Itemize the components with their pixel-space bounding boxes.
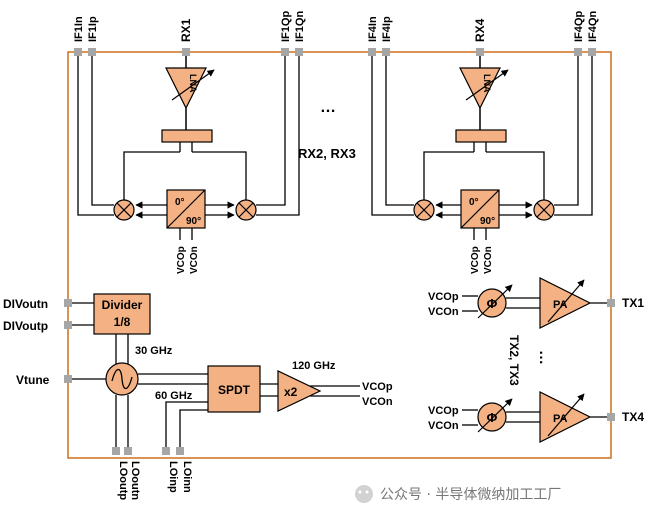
chip-outline: [67, 51, 612, 459]
pin-looutn: [124, 447, 132, 455]
pin-label-vtune: Vtune: [16, 373, 50, 387]
pin-looutp: [112, 447, 120, 455]
pin-vtune: [64, 375, 72, 383]
rx1-block: IF1In IF1Ip RX1 IF1Qp IF1Qn LNA 0° 90°: [73, 11, 306, 274]
divider-ratio: 1/8: [114, 315, 131, 329]
quad-rx1-90: 90°: [186, 216, 201, 227]
pin-divoutn: [64, 299, 72, 307]
rx4-block: IF4In IF4Ip RX4 IF4Qp IF4Qn LNA 0° 90°: [367, 11, 599, 274]
pin-label-if1ip: IF1Ip: [87, 16, 99, 42]
rx4-vcop: VCOp: [470, 246, 481, 274]
pin-label-divoutn: DIVoutn: [3, 297, 48, 311]
rx1-vcon: VCOn: [189, 246, 200, 274]
doubler-label: x2: [284, 385, 298, 399]
pin-if1qn: [295, 48, 303, 56]
freq-60ghz: 60 GHz: [155, 390, 193, 402]
spdt-block: [207, 365, 261, 413]
pin-label-if4in: IF4In: [367, 16, 379, 42]
tx4-chain: VCOp VCOn Φ PA TX4: [428, 391, 644, 443]
tx1-phase-shifter: [477, 288, 507, 318]
rx1-vcop: VCOp: [176, 246, 187, 274]
tx4-label: TX4: [622, 410, 644, 424]
pin-rx4: [476, 48, 484, 56]
doubler-out-vcop: VCOp: [362, 381, 393, 393]
spdt-label: SPDT: [218, 383, 251, 397]
tx1-chain: VCOp VCOn Φ PA TX1: [428, 277, 644, 329]
lna-rx1: [165, 67, 207, 110]
pin-label-if4ip: IF4Ip: [381, 16, 393, 42]
lna-rx1-label: LNA: [188, 74, 198, 93]
rx4-label: RX4: [473, 18, 487, 42]
pin-label-looutn: LOoutn: [129, 461, 141, 500]
quad-rx4-90: 90°: [480, 216, 495, 227]
tx4-vcop: VCOp: [428, 405, 459, 417]
pin-tx1: [607, 299, 615, 307]
pin-label-if4qp: IF4Qp: [573, 11, 585, 42]
pin-label-if1qn: IF1Qn: [294, 11, 306, 42]
pin-label-divoutp: DIVoutp: [3, 319, 48, 333]
tx4-vcon: VCOn: [428, 420, 459, 432]
freq-120ghz: 120 GHz: [292, 360, 336, 372]
pin-label-looutp: LOoutp: [117, 461, 129, 500]
pin-if1in: [74, 48, 82, 56]
divider-title: Divider: [102, 298, 143, 312]
rx1-splitter: [161, 129, 213, 143]
pin-loinp: [162, 447, 170, 455]
tx1-vcon: VCOn: [428, 306, 459, 318]
pin-if1qp: [281, 48, 289, 56]
pin-rx1: [182, 48, 190, 56]
rx4-splitter: [455, 129, 507, 143]
rx-middle-label: RX2, RX3: [298, 146, 356, 161]
rx4-vcon: VCOn: [483, 246, 494, 274]
watermark: 公众号 · 半导体微纳加工工厂: [355, 485, 561, 503]
rx1-label: RX1: [179, 18, 193, 42]
doubler-x2: [277, 370, 322, 412]
tx-middle-label: TX2, TX3: [507, 335, 521, 386]
pin-if4in: [368, 48, 376, 56]
pin-label-if4qn: IF4Qn: [587, 11, 599, 42]
lna-rx4-label: LNA: [482, 74, 492, 93]
pin-label-loinn: LOinn: [181, 461, 193, 493]
quad-rx4-0: 0°: [469, 197, 479, 208]
pin-divoutp: [64, 321, 72, 329]
freq-30ghz: 30 GHz: [135, 345, 173, 357]
tx-ellipsis: …: [536, 350, 553, 365]
pin-label-if1qp: IF1Qp: [280, 11, 292, 42]
divider-block: [93, 293, 151, 335]
watermark-text: 公众号 · 半导体微纳加工工厂: [380, 487, 561, 503]
pin-tx4: [607, 413, 615, 421]
lo-chain: DIVoutn DIVoutp Divider 1/8 30 GHz Vtune…: [3, 293, 393, 500]
pin-if1ip: [88, 48, 96, 56]
pin-label-if1in: IF1In: [73, 16, 85, 42]
tx1-label: TX1: [622, 296, 644, 310]
tx4-phase-shifter: [477, 402, 507, 432]
doubler-out-vcon: VCOn: [362, 396, 393, 408]
pin-if4ip: [382, 48, 390, 56]
rx-ellipsis: …: [320, 99, 336, 116]
pin-if4qn: [588, 48, 596, 56]
pin-if4qp: [574, 48, 582, 56]
tx1-vcop: VCOp: [428, 291, 459, 303]
tx4-pa-label: PA: [553, 413, 568, 425]
wechat-icon: [355, 485, 373, 503]
quad-rx1-0: 0°: [175, 197, 185, 208]
lna-rx4: [459, 67, 501, 110]
pin-label-loinp: LOinp: [167, 461, 179, 493]
tx1-pa-label: PA: [553, 299, 568, 311]
pin-loinn: [176, 447, 184, 455]
